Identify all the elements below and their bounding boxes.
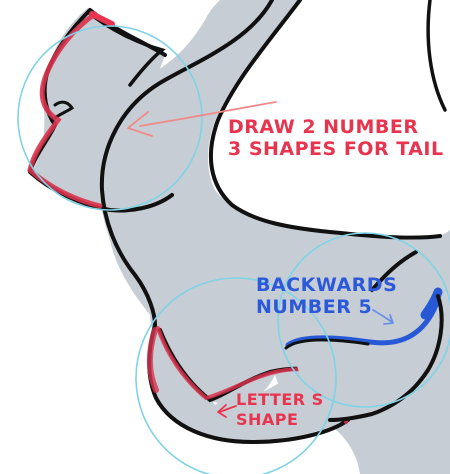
back-leg-top-line bbox=[370, 250, 418, 292]
tail-red-guide bbox=[27, 11, 103, 209]
inner-negative-space bbox=[208, 0, 450, 240]
tail-instruction-line-2: 3 SHAPES FOR TAIL bbox=[228, 138, 444, 160]
back-leg-outline bbox=[328, 294, 444, 422]
back-leg-blue-guide-thick bbox=[420, 287, 443, 320]
back-leg-guide-circle bbox=[277, 232, 450, 408]
front-leg-shape bbox=[148, 325, 350, 440]
right-edge-outline bbox=[426, 0, 447, 112]
s-shape-arrow-head bbox=[217, 404, 227, 418]
tail-instruction-line-1: DRAW 2 NUMBER bbox=[228, 116, 419, 138]
back-leg-arrow-shaft bbox=[372, 309, 393, 323]
front-leg-instruction-line-2: SHAPE bbox=[236, 410, 299, 429]
tail-arrow-shaft bbox=[139, 101, 277, 127]
tail-instruction-label: DRAW 2 NUMBER 3 SHAPES FOR TAIL bbox=[228, 116, 444, 160]
front-leg-instruction-line-1: LETTER S bbox=[236, 390, 324, 409]
front-leg-guide-circle bbox=[135, 277, 337, 474]
front-leg-red-guide-left bbox=[146, 327, 159, 393]
tail-red-guide-2 bbox=[89, 11, 115, 27]
inner-curve-outline bbox=[208, 0, 442, 240]
back-leg-instruction-line-2: NUMBER 5 bbox=[256, 296, 373, 318]
back-leg-top-outline bbox=[284, 338, 370, 350]
back-leg-blue-guide bbox=[285, 297, 441, 348]
front-leg-instruction-label: LETTER S SHAPE bbox=[236, 390, 324, 430]
body-outline-left bbox=[99, 0, 274, 327]
back-leg-arrow-head bbox=[383, 314, 394, 325]
back-leg-instruction-line-1: BACKWARDS bbox=[256, 274, 398, 296]
tail-guide-circle bbox=[17, 25, 203, 211]
back-leg-instruction-label: BACKWARDS NUMBER 5 bbox=[256, 274, 397, 318]
back-leg-shape bbox=[290, 300, 442, 420]
tail-arrow-head bbox=[127, 111, 153, 137]
s-shape-arrow-shaft bbox=[219, 405, 237, 413]
tail-notch bbox=[53, 100, 75, 120]
